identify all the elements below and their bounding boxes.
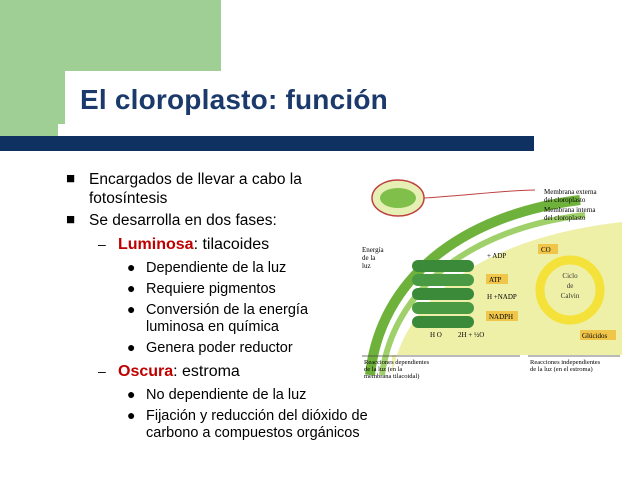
- inset-chloroplast-inner: [380, 188, 416, 208]
- bullet-dot-icon: ●: [127, 407, 136, 423]
- calvin-label-3: Calvin: [561, 292, 580, 300]
- luminosa-item-2: Requiere pigmentos: [146, 281, 276, 297]
- calvin-label-1: Ciclo: [562, 272, 578, 280]
- dash-icon: –: [98, 236, 106, 252]
- slide-title: El cloroplasto: función: [80, 84, 388, 115]
- inset-pointer: [423, 189, 536, 199]
- luminosa-item-1: Dependiente de la luz: [146, 260, 287, 276]
- reacciones-dep-1: Reacciones dependientes: [364, 359, 430, 366]
- energia-label-3: luz: [362, 262, 371, 270]
- oscura-item-1: No dependiente de la luz: [146, 387, 307, 403]
- title-underline-bar: [0, 136, 534, 151]
- bullet-dot-icon: ●: [127, 259, 136, 275]
- outer-membrane: [365, 195, 581, 376]
- reacciones-indep-1: Reacciones independientes: [530, 359, 601, 366]
- membrana-externa-2: del cloroplasto: [544, 196, 586, 204]
- bullet-1-line2: fotosíntesis: [89, 190, 168, 207]
- bullet-icon: ■: [66, 211, 76, 228]
- thylakoid-stack: [412, 260, 474, 328]
- subheading-oscura: Oscura: estroma: [118, 363, 240, 381]
- oscura-item-2-line2: carbono a compuestos orgánicos: [146, 425, 360, 441]
- oscura-rest: : estroma: [173, 363, 240, 380]
- h-nadp-label: H +NADP: [487, 293, 517, 301]
- energia-label-1: Energía: [362, 246, 385, 254]
- membrana-interna-1: Membrana interna: [544, 206, 596, 214]
- bullet-1-line1: Encargados de llevar a cabo la: [89, 171, 302, 188]
- reacciones-dep-3: membrana tilacoidal): [364, 373, 419, 380]
- chloroplast-diagram-svg: Ciclo de Calvin CO + ADP ATP H +NADP NAD…: [360, 160, 622, 384]
- atp-label: ATP: [489, 276, 502, 284]
- luminosa-item-3-line1: Conversión de la energía: [146, 302, 309, 318]
- luminosa-rest: : tilacoides: [193, 236, 270, 253]
- energia-label-2: de la: [362, 254, 376, 262]
- atp-box: [486, 274, 508, 284]
- oscura-item-2-line1: Fijación y reducción del dióxido de: [146, 408, 368, 424]
- nadph-label: NADPH: [489, 313, 513, 321]
- reacciones-dep-2: de la luz (en la: [364, 366, 402, 373]
- membrana-externa-1: Membrana externa: [544, 188, 598, 196]
- luminosa-item-4: Genera poder reductor: [146, 340, 293, 356]
- bullet-dot-icon: ●: [127, 280, 136, 296]
- luminosa-term: Luminosa: [118, 236, 194, 253]
- h2o-label: H O: [430, 331, 442, 339]
- adp-label: + ADP: [487, 252, 506, 260]
- bullet-dot-icon: ●: [127, 339, 136, 355]
- membrana-interna-2: del cloroplasto: [544, 214, 586, 222]
- bullet-dot-icon: ●: [127, 386, 136, 402]
- luminosa-item-3-line2: luminosa en química: [146, 319, 279, 335]
- chloroplast-diagram: Ciclo de Calvin CO + ADP ATP H +NADP NAD…: [360, 160, 622, 384]
- co-box: [538, 244, 558, 254]
- glucidos-label: Glúcidos: [582, 332, 608, 340]
- nadph-box: [486, 311, 518, 321]
- reacciones-indep-2: de la luz (en el estroma): [530, 366, 593, 373]
- bullet-2-line1: Se desarrolla en dos fases:: [89, 212, 277, 229]
- glucidos-box: [580, 330, 616, 340]
- bullet-icon: ■: [66, 170, 76, 187]
- calvin-label-2: de: [567, 282, 574, 290]
- oscura-term: Oscura: [118, 363, 174, 380]
- dash-icon: –: [98, 363, 106, 379]
- calvin-cycle-ring: [535, 255, 605, 325]
- o2-label: 2H + ½O: [458, 331, 484, 339]
- bullet-dot-icon: ●: [127, 301, 136, 317]
- co-label: CO: [541, 246, 551, 254]
- subheading-luminosa: Luminosa: tilacoides: [118, 236, 269, 254]
- title-area: [65, 71, 638, 135]
